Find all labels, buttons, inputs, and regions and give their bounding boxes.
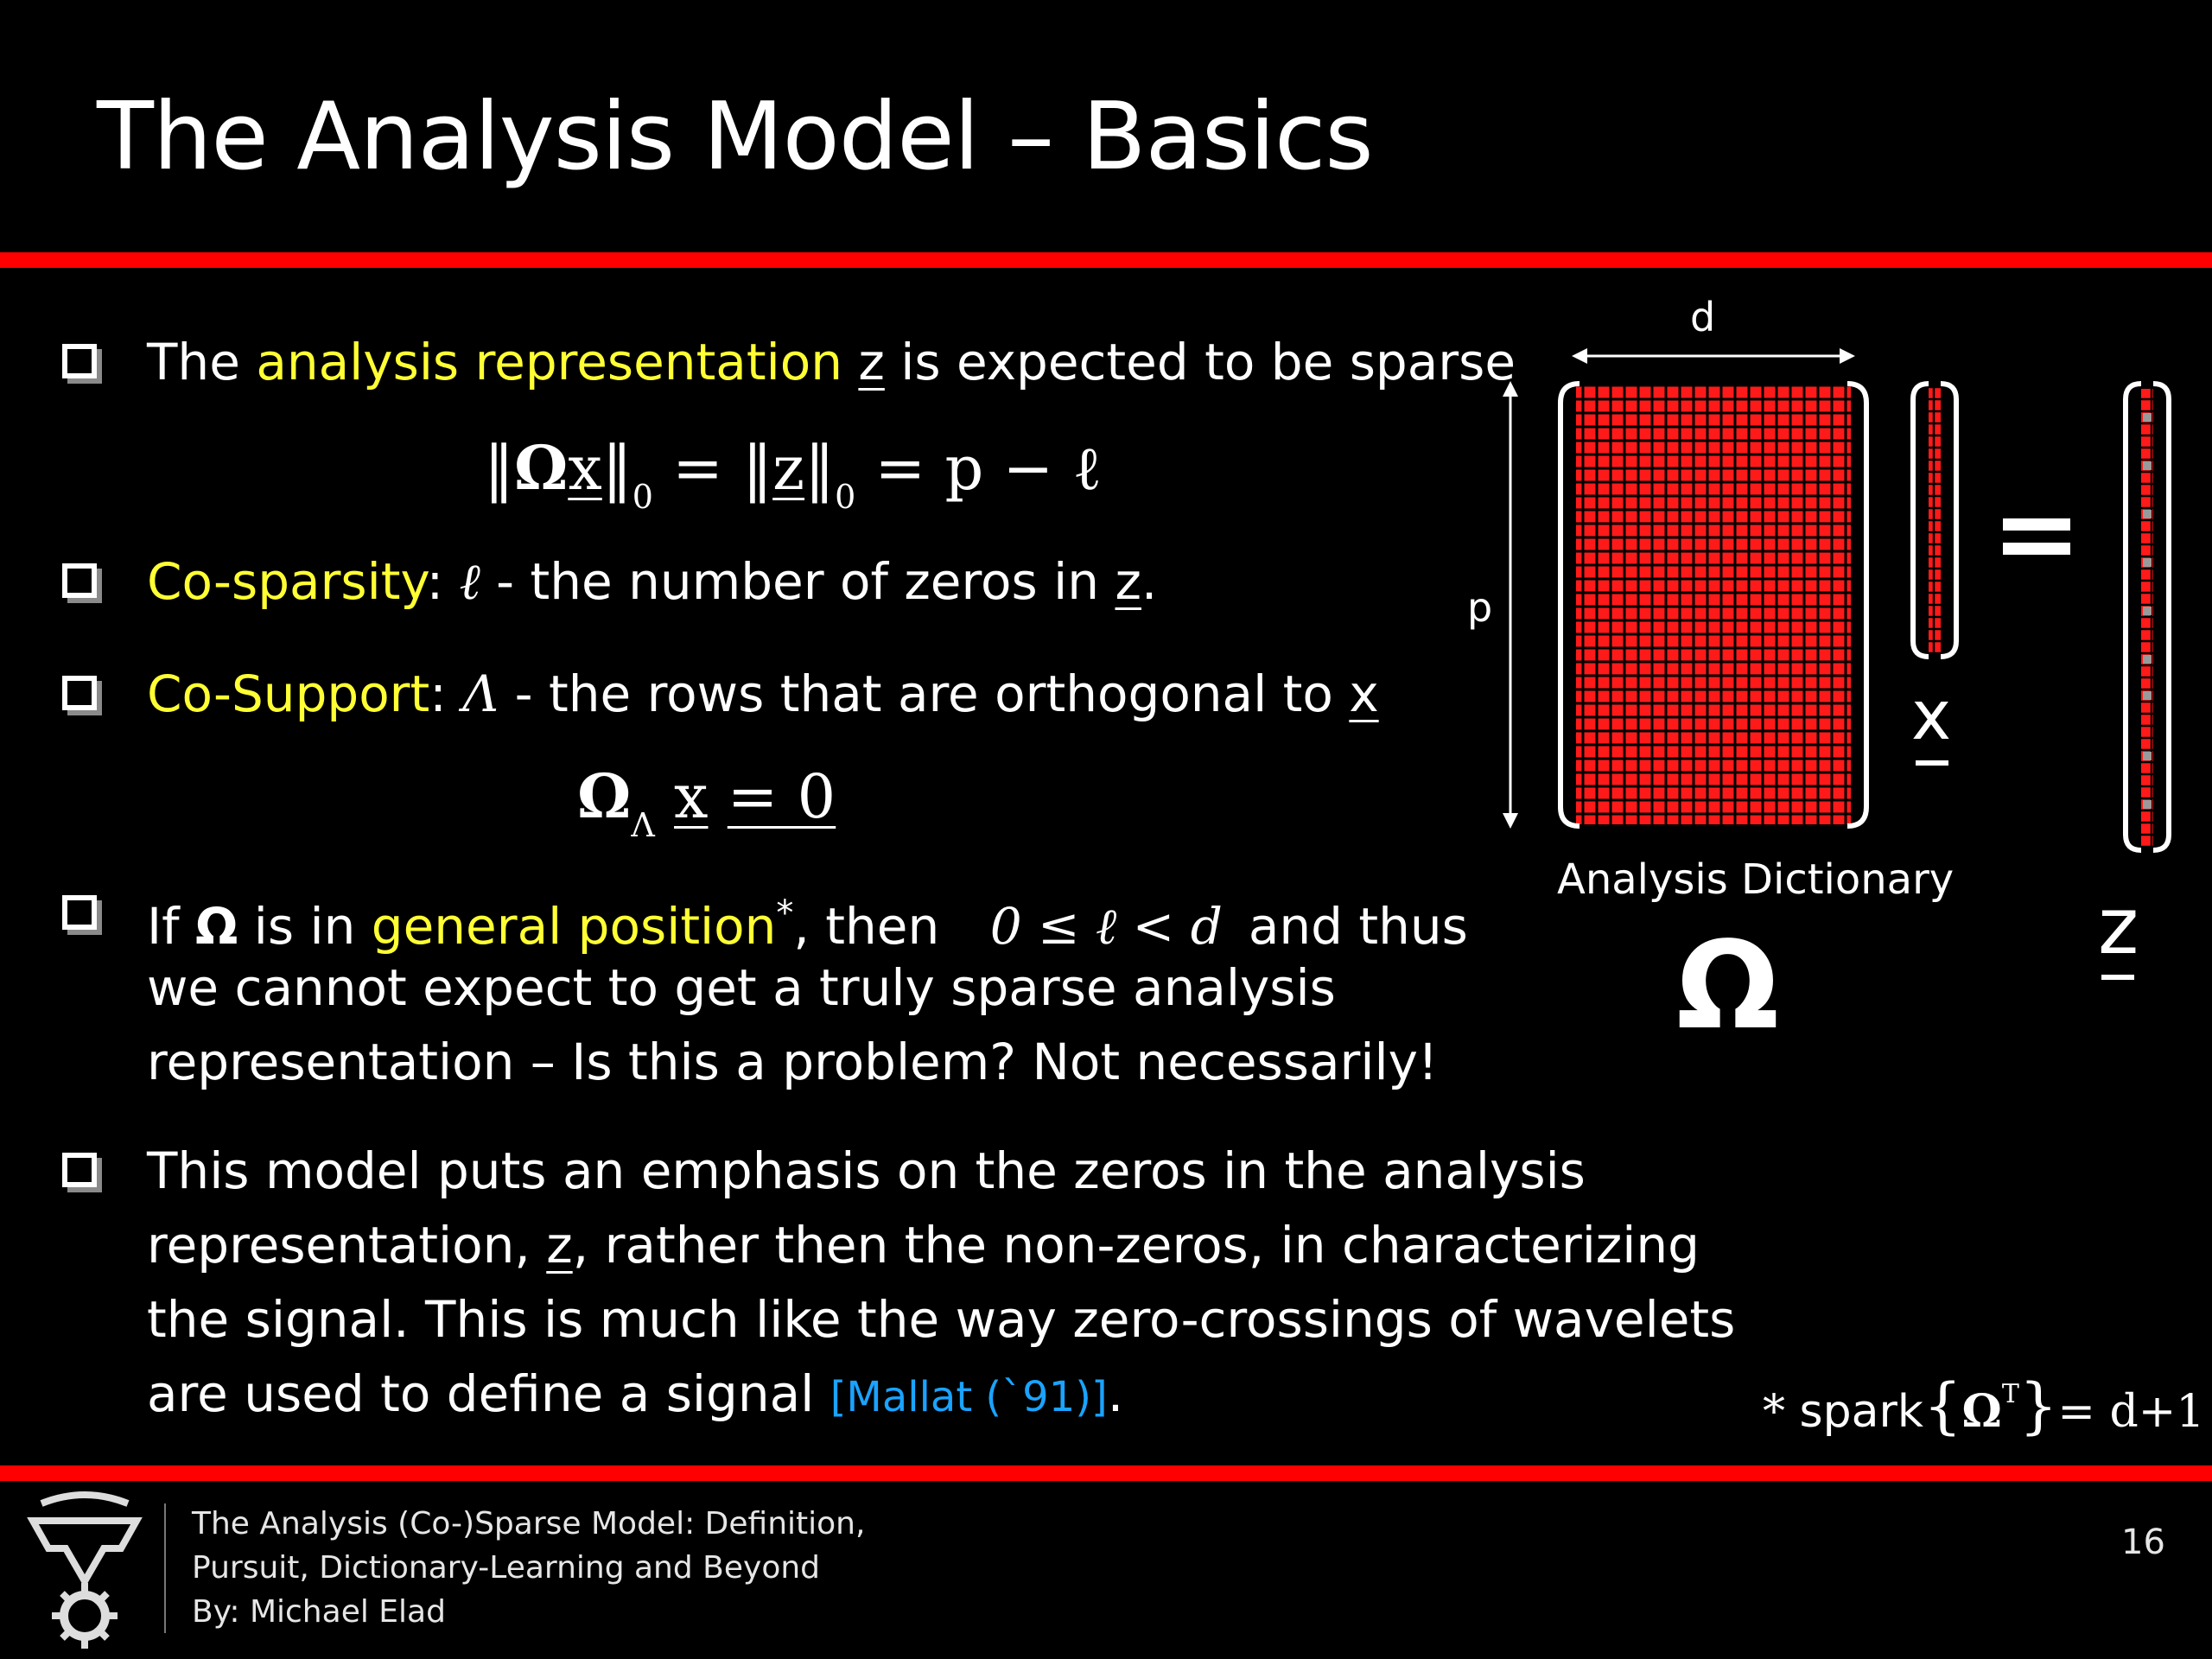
footer-talk-title: The Analysis (Co-)Sparse Model: Definiti… — [192, 1502, 865, 1634]
z-zero-entry — [2143, 413, 2152, 422]
logo-gear — [60, 1591, 110, 1641]
p-label: p — [1467, 584, 1493, 631]
checkbox-bullet-icon — [62, 1153, 97, 1187]
z-zero-entries — [2143, 413, 2152, 809]
top-red-rule — [0, 252, 2212, 268]
technion-logo-icon — [27, 1491, 143, 1649]
d-label: d — [1690, 294, 1716, 340]
omega-label: Ω — [1676, 916, 1780, 1057]
equation-norm: ‖Ωx‖0 = ‖z‖0 = p − ℓ — [484, 432, 1102, 516]
bullet-general-position-line2: we cannot expect to get a truly sparse a… — [147, 958, 1336, 1017]
checkbox-bullet-icon — [62, 895, 97, 930]
bullet-general-position-line3: representation – Is this a problem? Not … — [147, 1033, 1439, 1091]
z-vector — [2141, 389, 2153, 847]
highlight-analysis-representation: analysis representation — [256, 333, 842, 391]
z-zero-entry — [2143, 800, 2152, 809]
omega-left-bracket — [1558, 381, 1580, 829]
matrix-figure — [1503, 348, 2171, 980]
analysis-dictionary-caption: Analysis Dictionary — [1557, 855, 1955, 904]
page-number: 16 — [2121, 1522, 2165, 1562]
bullet-emphasis-line2: representation, z, rather then the non-z… — [147, 1216, 1700, 1274]
x-left-bracket — [1910, 381, 1929, 659]
logo-gear-teeth — [52, 1583, 118, 1649]
bullet-cosparsity: Co-sparsity: ℓ - the number of zeros in … — [147, 552, 1158, 611]
bullet-emphasis-line3: the signal. This is much like the way ze… — [147, 1290, 1736, 1349]
bullet-emphasis-line4: are used to define a signal [Mallat (`91… — [147, 1364, 1124, 1423]
omega-right-bracket — [1847, 381, 1869, 829]
citation-mallat: [Mallat (`91)] — [830, 1373, 1108, 1421]
z-zero-entry — [2143, 510, 2152, 518]
footer-author: By: Michael Elad — [192, 1594, 446, 1630]
z-label-underline — [2101, 975, 2134, 980]
z-zero-entry — [2143, 691, 2152, 700]
z-zero-entry — [2143, 461, 2152, 470]
x-vector — [1929, 387, 1941, 653]
checkbox-bullet-icon — [62, 676, 97, 710]
gear-tooth — [60, 1591, 71, 1602]
z-zero-entry — [2143, 607, 2152, 615]
spark-footnote: * spark{ΩT}= d+1 — [1763, 1370, 2205, 1441]
x-label: x — [1911, 677, 1952, 755]
gear-tooth — [99, 1630, 110, 1641]
x-label-underline — [1916, 760, 1948, 766]
equals-bar-bottom — [2003, 543, 2070, 555]
z-zero-entry — [2143, 558, 2152, 567]
checkbox-bullet-icon — [62, 344, 97, 378]
gear-tooth — [60, 1630, 71, 1641]
bullet-sparse: The analysis representation z is expecte… — [147, 333, 1516, 391]
z-label: z — [2098, 881, 2139, 972]
equation-cosupport: ΩΛ x = 0 — [577, 760, 836, 844]
z-zero-entry — [2143, 752, 2152, 760]
logo-swirl — [40, 1491, 130, 1507]
x-right-bracket — [1940, 381, 1959, 659]
bottom-red-rule — [0, 1465, 2212, 1481]
z-left-bracket — [2123, 381, 2142, 853]
omega-matrix — [1576, 385, 1851, 824]
bullet-cosupport: Co-Support: Λ - the rows that are orthog… — [147, 664, 1379, 723]
bullet-emphasis-line1: This model puts an emphasis on the zeros… — [147, 1141, 1586, 1200]
footer-divider — [164, 1503, 166, 1633]
z-right-bracket — [2152, 381, 2171, 853]
gear-tooth — [99, 1591, 110, 1602]
z-zero-entry — [2143, 655, 2152, 664]
checkbox-bullet-icon — [62, 563, 97, 598]
slide-title: The Analysis Model – Basics — [97, 83, 1374, 191]
logo-v-shape — [27, 1517, 143, 1588]
bullet-general-position: If Ω is in general position*, then 0 ≤ ℓ… — [147, 893, 1468, 956]
equals-bar-top — [2003, 518, 2070, 531]
